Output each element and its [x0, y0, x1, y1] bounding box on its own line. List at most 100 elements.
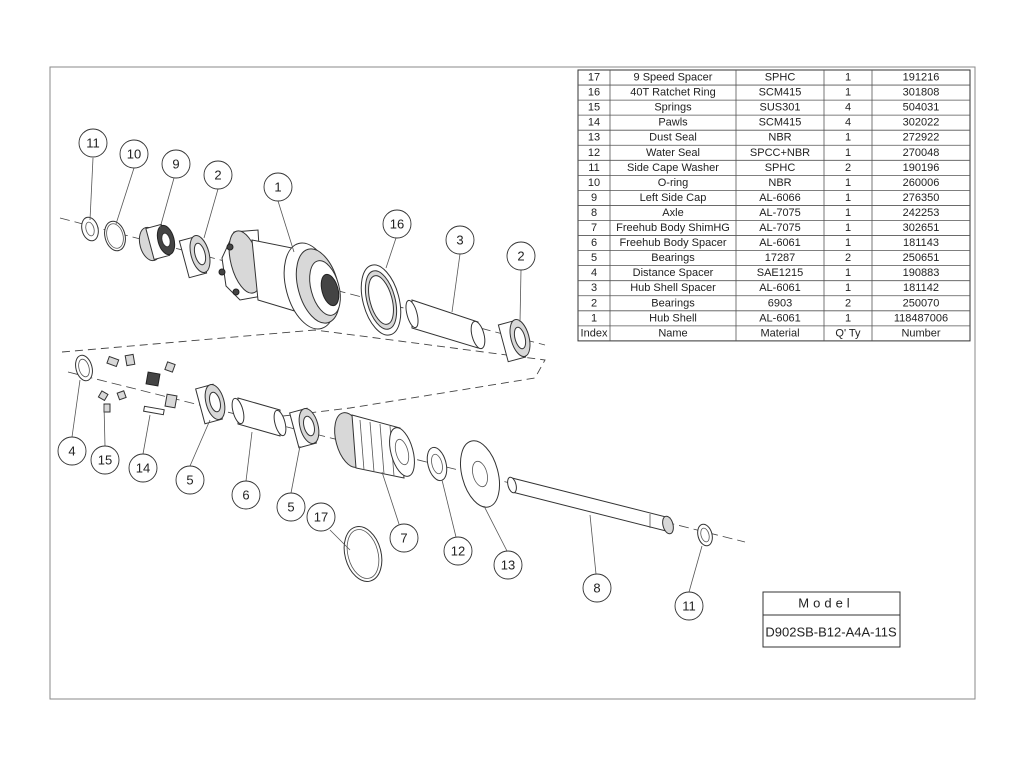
- svg-text:6: 6: [242, 488, 249, 503]
- leader-lines: [71, 157, 703, 593]
- part-o-ring: [104, 220, 126, 252]
- table-row-9-material: AL-6066: [759, 192, 801, 204]
- table-row-15-number: 504031: [903, 102, 940, 114]
- table-row-9-qty: 1: [845, 192, 851, 204]
- table-row-12-qty: 1: [845, 147, 851, 159]
- table-row-4-material: SAE1215: [757, 267, 803, 279]
- table-row-6-qty: 1: [845, 237, 851, 249]
- table-row-13-name: Dust Seal: [649, 132, 697, 144]
- table-row-13-number: 272922: [903, 132, 940, 144]
- part-freehub-body: [334, 412, 415, 479]
- part-side-cap-washer-right: [697, 523, 713, 547]
- callout-3: 3: [445, 225, 475, 255]
- table-row-17-number: 191216: [903, 72, 940, 84]
- table-header-name: Name: [658, 327, 687, 339]
- svg-text:7: 7: [400, 531, 407, 546]
- table-row-15-qty: 4: [845, 102, 851, 114]
- table-row-2-name: Bearings: [651, 297, 695, 309]
- callout-1: 1: [263, 172, 293, 202]
- part-side-cap-washer-left: [81, 216, 99, 242]
- svg-text:5: 5: [287, 500, 294, 515]
- model-value: D902SB-B12-A4A-11S: [765, 625, 897, 640]
- table-row-10-qty: 1: [845, 177, 851, 189]
- callout-6: 6: [231, 480, 261, 510]
- table-row-10-material: NBR: [768, 177, 791, 189]
- model-box: Model D902SB-B12-A4A-11S: [762, 591, 901, 648]
- callout-9: 9: [161, 149, 191, 179]
- svg-text:9: 9: [172, 157, 179, 172]
- part-hub-shell: [218, 229, 341, 330]
- callout-13: 13: [493, 550, 523, 580]
- table-row-11-number: 190196: [903, 162, 940, 174]
- table-row-9-name: Left Side Cap: [640, 192, 707, 204]
- table-row-8-index: 8: [591, 207, 597, 219]
- part-water-seal: [426, 446, 448, 482]
- table-header-material: Material: [760, 327, 799, 339]
- table-row-5-index: 5: [591, 252, 597, 264]
- callout-11-upper: 11: [78, 128, 108, 158]
- svg-text:2: 2: [214, 168, 221, 183]
- table-row-11-qty: 2: [845, 162, 851, 174]
- table-row-16-number: 301808: [903, 87, 940, 99]
- svg-text:17: 17: [314, 510, 328, 525]
- svg-text:11: 11: [86, 136, 100, 151]
- table-row-13-material: NBR: [768, 132, 791, 144]
- part-ratchet-ring: [360, 264, 402, 336]
- table-row-3-name: Hub Shell Spacer: [630, 282, 716, 294]
- table-header-qty: Q' Ty: [835, 327, 861, 339]
- part-dust-seal: [460, 440, 500, 508]
- table-row-14-qty: 4: [845, 117, 851, 129]
- table-row-7-number: 302651: [903, 222, 940, 234]
- table-row-3-number: 181142: [903, 282, 939, 294]
- callout-2-upper-left: 2: [203, 160, 233, 190]
- table-row-2-qty: 2: [845, 297, 851, 309]
- table-row-3-material: AL-6061: [759, 282, 801, 294]
- table-row-4-number: 190883: [903, 267, 940, 279]
- table-row-8-qty: 1: [845, 207, 851, 219]
- svg-text:14: 14: [136, 461, 150, 476]
- table-row-5-number: 250651: [903, 252, 940, 264]
- callout-8: 8: [582, 573, 612, 603]
- table-row-17-name: 9 Speed Spacer: [634, 72, 713, 84]
- part-springs-and-pawls: [97, 353, 178, 416]
- table-row-10-index: 10: [588, 177, 600, 189]
- svg-text:4: 4: [68, 444, 75, 459]
- table-row-1-material: AL-6061: [759, 312, 801, 324]
- svg-text:15: 15: [98, 453, 112, 468]
- table-row-5-material: 17287: [765, 252, 796, 264]
- callout-15: 15: [90, 445, 120, 475]
- callout-2-upper-right: 2: [506, 241, 536, 271]
- callout-10: 10: [119, 139, 149, 169]
- table-row-7-qty: 1: [845, 222, 851, 234]
- table-row-7-index: 7: [591, 222, 597, 234]
- part-9-speed-spacer: [343, 526, 383, 582]
- table-row-3-qty: 1: [845, 282, 851, 294]
- callout-7: 7: [389, 523, 419, 553]
- table-row-11-index: 11: [588, 162, 599, 174]
- callout-balloons: 11 10 9 2 1 16 3 2 4 15 14 5 6 5 7 12 13…: [57, 128, 704, 621]
- table-row-14-name: Pawls: [658, 117, 688, 129]
- part-hub-shell-spacer: [405, 299, 486, 350]
- callout-12: 12: [443, 536, 473, 566]
- table-header-number: Number: [901, 327, 940, 339]
- part-bearing-2-right: [497, 319, 531, 363]
- table-row-15-name: Springs: [654, 102, 692, 114]
- table-row-13-index: 13: [588, 132, 600, 144]
- table-row-6-material: AL-6061: [759, 237, 801, 249]
- table-row-15-material: SUS301: [760, 102, 801, 114]
- table-row-8-number: 242253: [903, 207, 940, 219]
- table-row-16-qty: 1: [845, 87, 851, 99]
- svg-text:1: 1: [274, 180, 281, 195]
- svg-text:16: 16: [390, 217, 404, 232]
- table-row-11-name: Side Cape Washer: [627, 162, 719, 174]
- part-freehub-body-spacer: [231, 397, 287, 437]
- part-distance-spacer: [75, 354, 93, 382]
- svg-text:2: 2: [517, 249, 524, 264]
- table-row-2-number: 250070: [903, 297, 940, 309]
- table-row-9-index: 9: [591, 192, 597, 204]
- callout-16: 16: [382, 209, 412, 239]
- table-row-1-number: 118487006: [894, 312, 948, 324]
- table-row-12-name: Water Seal: [646, 147, 700, 159]
